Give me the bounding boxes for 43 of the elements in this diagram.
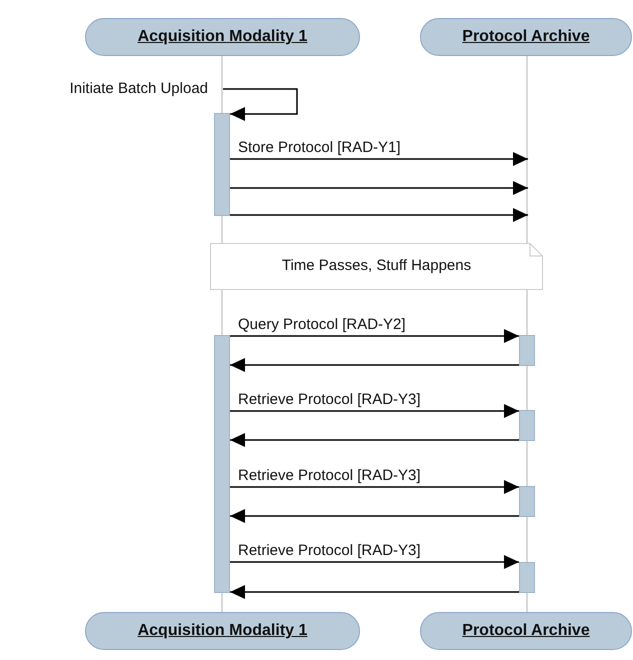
lifeline bbox=[526, 517, 528, 562]
activation-bar bbox=[214, 335, 230, 593]
edge-label: Retrieve Protocol [RAD-Y3] bbox=[238, 541, 421, 560]
participant-box bbox=[420, 18, 632, 56]
lifeline bbox=[526, 593, 528, 612]
message-arrow bbox=[230, 329, 519, 343]
message-arrow bbox=[230, 208, 528, 222]
message-arrow bbox=[230, 433, 519, 447]
lifeline bbox=[221, 593, 223, 612]
lifeline bbox=[526, 56, 528, 243]
message-arrow bbox=[230, 509, 519, 523]
edge-label: Query Protocol [RAD-Y2] bbox=[238, 315, 406, 334]
activation-bar bbox=[214, 113, 230, 216]
participant-box bbox=[85, 18, 360, 56]
lifeline bbox=[526, 290, 528, 335]
message-arrow bbox=[230, 152, 528, 166]
activation-bar bbox=[519, 486, 535, 517]
lifeline bbox=[221, 216, 223, 243]
lifeline bbox=[221, 56, 223, 113]
edge-label: Retrieve Protocol [RAD-Y3] bbox=[238, 466, 421, 485]
lifeline bbox=[221, 290, 223, 335]
activation-bar bbox=[519, 410, 535, 441]
message-arrow bbox=[230, 358, 519, 372]
message-arrow bbox=[230, 555, 519, 569]
participant-name: Protocol Archive bbox=[462, 621, 590, 641]
participant-name: Protocol Archive bbox=[462, 27, 590, 47]
message-arrow bbox=[223, 88, 298, 121]
message-arrow bbox=[230, 181, 528, 195]
lifeline bbox=[526, 441, 528, 486]
note-text: Time Passes, Stuff Happens bbox=[282, 256, 472, 276]
message-arrow bbox=[230, 404, 519, 418]
activation-bar bbox=[519, 562, 535, 593]
lifeline bbox=[526, 366, 528, 410]
edge-label: Store Protocol [RAD-Y1] bbox=[238, 138, 401, 157]
participant-box bbox=[420, 612, 632, 650]
participant-name: Acquisition Modality 1 bbox=[138, 27, 308, 47]
message-arrow bbox=[230, 585, 519, 599]
message-arrow bbox=[230, 480, 519, 494]
edge-label: Initiate Batch Upload bbox=[68, 79, 208, 98]
activation-bar bbox=[519, 335, 535, 366]
participant-box bbox=[85, 612, 360, 650]
participant-name: Acquisition Modality 1 bbox=[138, 621, 308, 641]
edge-label: Retrieve Protocol [RAD-Y3] bbox=[238, 390, 421, 409]
